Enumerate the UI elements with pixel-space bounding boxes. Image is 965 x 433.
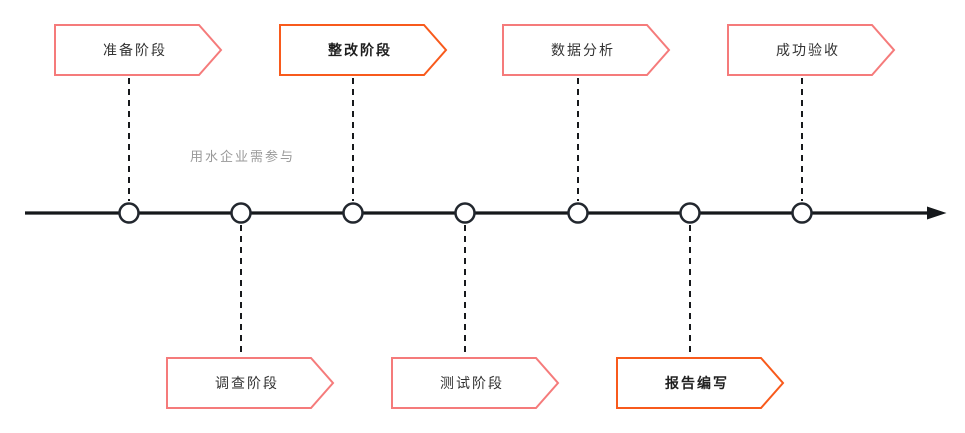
banner-label: 成功验收	[776, 42, 840, 58]
banner-investigation-stage[interactable]: 调查阶段	[165, 356, 335, 410]
timeline-node-2[interactable]	[230, 202, 252, 224]
banner-report-writing[interactable]: 报告编写	[615, 356, 785, 410]
banner-rectification-stage[interactable]: 整改阶段	[278, 23, 448, 77]
banner-shape	[391, 357, 560, 409]
banner-shape	[727, 24, 896, 76]
timeline-node-3[interactable]	[342, 202, 364, 224]
banner-shape	[54, 24, 223, 76]
banner-data-analysis[interactable]: 数据分析	[501, 23, 671, 77]
banner-acceptance[interactable]: 成功验收	[726, 23, 896, 77]
banner-label: 整改阶段	[328, 42, 392, 58]
annotation-water-enterprise-note: 用水企业需参与	[190, 149, 296, 164]
timeline-node-7[interactable]	[791, 202, 813, 224]
banner-shape	[616, 357, 785, 409]
banner-label: 调查阶段	[215, 375, 279, 391]
banner-shape	[166, 357, 335, 409]
timeline-arrowhead-icon	[927, 206, 947, 220]
timeline-node-6[interactable]	[679, 202, 701, 224]
banner-label: 数据分析	[551, 42, 615, 58]
banner-preparation-stage[interactable]: 准备阶段	[53, 23, 223, 77]
banner-shape	[279, 24, 448, 76]
banner-label: 测试阶段	[440, 375, 504, 391]
banner-label: 准备阶段	[103, 42, 167, 58]
timeline-node-5[interactable]	[567, 202, 589, 224]
banner-testing-stage[interactable]: 测试阶段	[390, 356, 560, 410]
banner-label: 报告编写	[665, 375, 729, 391]
timeline-node-1[interactable]	[118, 202, 140, 224]
banner-shape	[502, 24, 671, 76]
timeline-node-4[interactable]	[454, 202, 476, 224]
